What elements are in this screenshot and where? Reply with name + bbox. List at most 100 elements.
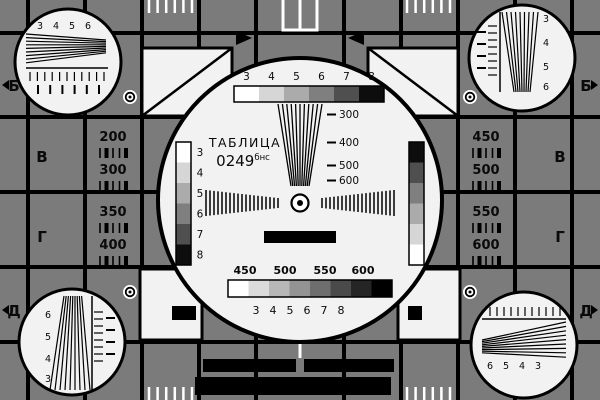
grayscale-step (330, 280, 351, 297)
wedge-frequency-label: 300 (339, 109, 359, 121)
card-number-superscript: бнс (254, 153, 270, 163)
wedge-line (281, 103, 294, 187)
bullseye-dot (297, 200, 303, 206)
corner-fan-label: 6 (543, 82, 549, 93)
fan-line (527, 11, 535, 93)
black-square (172, 306, 196, 320)
fan-line (25, 52, 107, 64)
fan-line (481, 343, 567, 349)
scale-label: 3 (243, 71, 250, 83)
registration-marker-dot (468, 290, 472, 294)
frequency-value: 400 (99, 238, 126, 253)
grayscale-step (176, 183, 191, 204)
grayscale-strip-outline (408, 141, 425, 266)
scale-label: 4 (197, 168, 204, 180)
wedge-frequency-label: 600 (339, 175, 359, 187)
wedge-line (294, 103, 299, 187)
fan-line (481, 330, 567, 344)
corner-fan-label: 5 (45, 332, 51, 343)
scale-label: 7 (343, 71, 350, 83)
corner-circle (467, 3, 577, 113)
registration-marker-dot (128, 95, 132, 99)
fan-line (481, 334, 567, 346)
corner-fan-label: 3 (45, 374, 51, 385)
grayscale-step (409, 183, 424, 204)
scale-label: 8 (338, 304, 345, 317)
grayscale-step (234, 86, 259, 102)
grayscale-step (409, 203, 424, 224)
scale-label: 6 (318, 71, 325, 83)
diagonal-mark (141, 47, 233, 117)
grayscale-step (284, 86, 309, 102)
grayscale-step (176, 224, 191, 245)
edge-arrow-icon (591, 305, 598, 315)
fan-line (59, 295, 69, 391)
scale-label: 8 (368, 71, 375, 83)
corner-fan-label: 4 (519, 361, 525, 372)
frequency-value: 300 (99, 163, 126, 178)
grayscale-step (409, 162, 424, 183)
grayscale-strip-outline (233, 85, 385, 103)
corner-fan-label: 6 (487, 361, 493, 372)
center-arrow-icon (348, 31, 364, 45)
fan-line (505, 11, 517, 93)
grayscale-step (351, 280, 372, 297)
fan-line (25, 47, 107, 53)
scale-label: 4 (268, 71, 275, 83)
grayscale-strip-outline (227, 279, 393, 298)
corner-fan-label: 3 (37, 21, 43, 32)
edge-letter: Д (579, 302, 592, 320)
card-number: 0249бнс (216, 152, 270, 170)
wedge-frequency-label: 400 (339, 137, 359, 149)
bottom-bar (195, 377, 391, 395)
fan-line (519, 11, 523, 93)
corner-fan-label: 4 (53, 21, 59, 32)
corner-fan-label: 3 (535, 361, 541, 372)
registration-marker-ring (124, 91, 136, 103)
registration-markers (123, 90, 477, 299)
corner-fan-label: 6 (85, 21, 91, 32)
wedge-frequency-label: 500 (339, 160, 359, 172)
fan-line (25, 33, 107, 41)
grayscale-step (289, 280, 310, 297)
scale-label: 5 (197, 188, 204, 200)
wedge-line (302, 103, 310, 187)
fan-line (25, 40, 107, 44)
wedge-line (308, 103, 323, 187)
registration-marker-dot (468, 95, 472, 99)
fan-line (529, 11, 539, 93)
grayscale-step (176, 142, 191, 163)
fan-line (514, 11, 521, 93)
wedge-line (304, 103, 314, 187)
corner-fan-label: 6 (45, 310, 51, 321)
edge-arrow-icon (2, 305, 9, 315)
grayscale-step (371, 280, 392, 297)
edge-arrow-icon (2, 80, 9, 90)
grayscale-step (409, 244, 424, 265)
wedge-line (290, 103, 298, 187)
registration-marker-ring (464, 286, 476, 298)
grayscale-step (409, 142, 424, 163)
frequency-value: 200 (99, 130, 126, 145)
scale-label: 3 (197, 147, 204, 159)
white-cells (138, 46, 462, 342)
corner-fan-label: 4 (45, 354, 51, 365)
fan-line (481, 347, 567, 351)
fan-line (481, 325, 567, 343)
frequency-value: 450 (472, 130, 499, 145)
center-arrow-icon (236, 31, 252, 45)
scale-label: 5 (293, 71, 300, 83)
grayscale-step (248, 280, 269, 297)
corner-fan-label: 5 (69, 21, 75, 32)
wedge-line (306, 103, 319, 187)
frequency-value: 550 (472, 205, 499, 220)
fan-line (76, 295, 81, 391)
scale-label: 6 (197, 209, 204, 221)
grayscale-step (334, 86, 359, 102)
grayscale-step (259, 86, 284, 102)
bottom-black-bars (195, 359, 394, 395)
bottom-frequency-label: 500 (274, 264, 297, 277)
grayscale-step (269, 280, 290, 297)
